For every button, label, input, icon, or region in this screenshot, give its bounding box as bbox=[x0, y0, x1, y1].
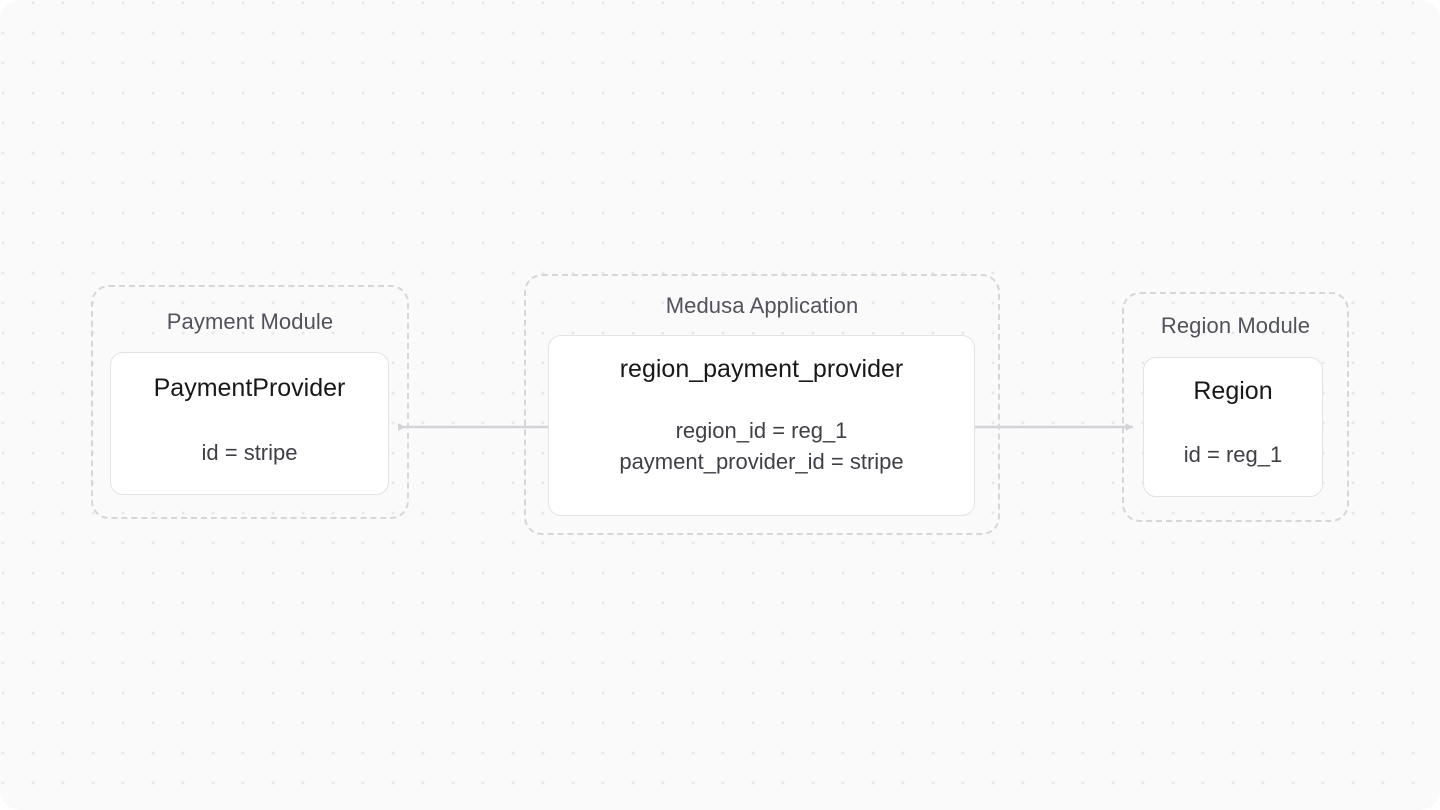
card-attributes-region-payment-provider: region_id = reg_1 payment_provider_id = … bbox=[619, 415, 903, 477]
card-attribute: region_id = reg_1 bbox=[675, 418, 848, 443]
group-title-payment-module: Payment Module bbox=[166, 309, 334, 334]
card-region-payment-provider[interactable]: region_payment_provider region_id = reg_… bbox=[548, 335, 975, 516]
card-payment-provider[interactable]: PaymentProvider id = stripe bbox=[110, 352, 389, 495]
group-title-medusa-application: Medusa Application bbox=[665, 293, 859, 318]
card-attribute: id = stripe bbox=[201, 440, 298, 465]
card-attributes-region: id = reg_1 bbox=[1184, 439, 1282, 470]
group-region-module[interactable]: Region Module bbox=[1122, 292, 1349, 522]
card-attribute: id = reg_1 bbox=[1183, 442, 1283, 467]
group-medusa-application[interactable]: Medusa Application bbox=[524, 274, 1000, 535]
card-attribute: payment_provider_id = stripe bbox=[619, 449, 904, 474]
group-title-region-module: Region Module bbox=[1160, 313, 1311, 338]
card-region[interactable]: Region id = reg_1 bbox=[1143, 357, 1323, 497]
card-attributes-payment-provider: id = stripe bbox=[202, 437, 298, 468]
card-title-region-payment-provider: region_payment_provider bbox=[619, 355, 904, 383]
group-payment-module[interactable]: Payment Module bbox=[91, 285, 409, 519]
card-title-region: Region bbox=[1193, 377, 1273, 405]
card-title-payment-provider: PaymentProvider bbox=[153, 374, 346, 402]
